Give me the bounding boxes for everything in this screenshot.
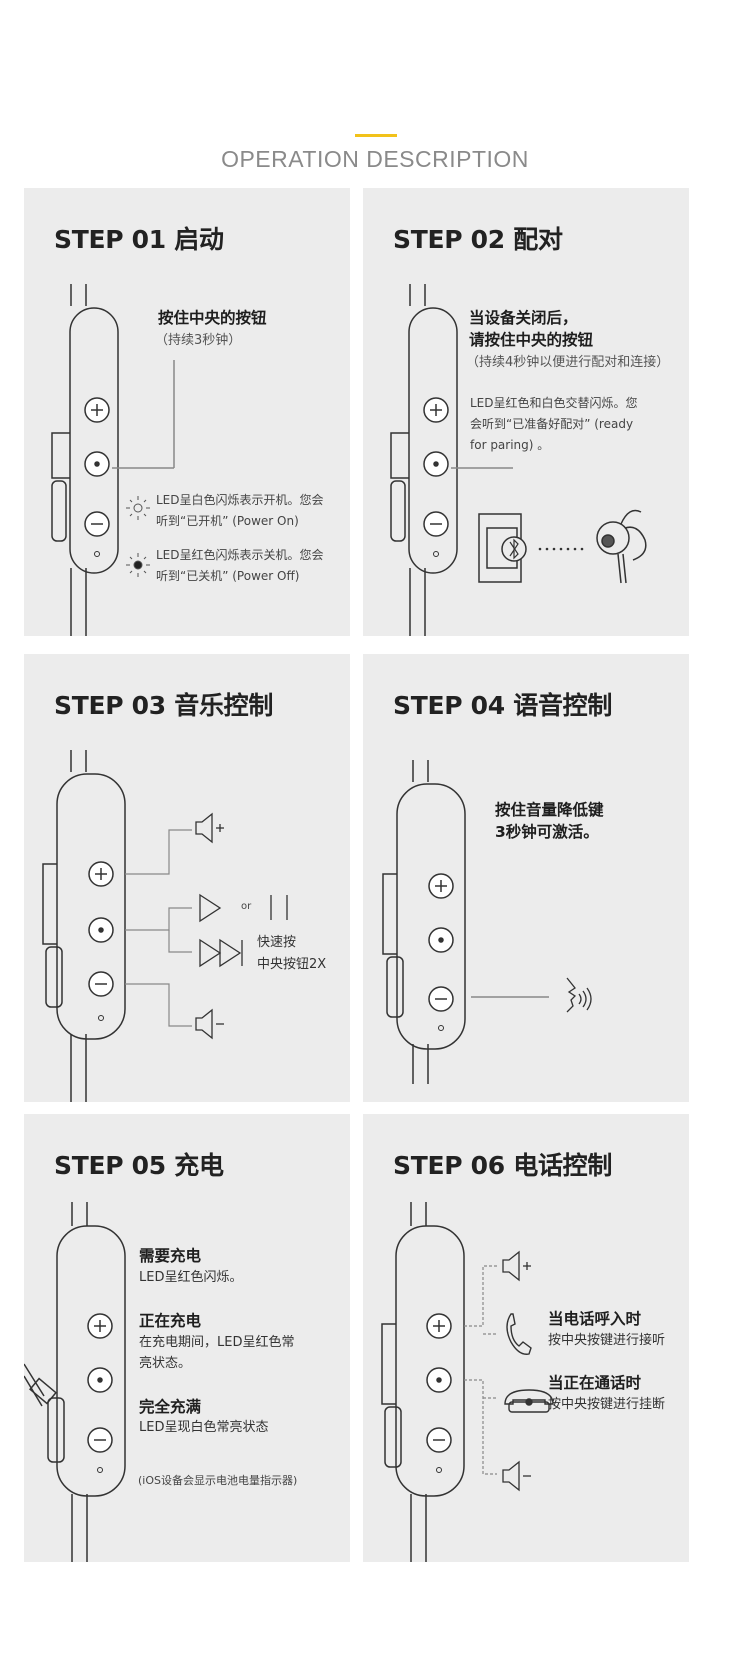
plus-button-icon bbox=[88, 861, 114, 887]
center-button-icon bbox=[84, 451, 110, 477]
minus-button-icon bbox=[428, 986, 454, 1012]
plus-button-icon bbox=[426, 1313, 452, 1339]
step-05-charging-title: 正在充电 bbox=[139, 1312, 202, 1330]
phone-icon bbox=[506, 1313, 532, 1355]
speaker-icon bbox=[195, 812, 224, 844]
center-button-icon bbox=[87, 1367, 113, 1393]
plus-button-icon bbox=[423, 397, 449, 423]
minus-button-icon bbox=[84, 511, 110, 537]
fast-forward-icon bbox=[199, 938, 243, 968]
step-05-need-desc: LED呈红色闪烁。 bbox=[139, 1270, 243, 1285]
step-02-instruction-line2: 请按住中央的按钮 bbox=[469, 331, 594, 349]
step-02-duration: （持续4秒钟以便进行配对和连接） bbox=[466, 355, 670, 370]
minus-button-icon bbox=[426, 1427, 452, 1453]
step-02-note-line1: LED呈红色和白色交替闪烁。您 bbox=[470, 396, 638, 410]
step-05-charging-desc2: 亮状态。 bbox=[139, 1356, 192, 1371]
face-speaking-icon bbox=[566, 977, 592, 1013]
step-02-panel: STEP 02 配对 当设备关闭后， 请按住中央的按钮 （持续4秒钟以便进行配对… bbox=[363, 188, 689, 636]
step-05-charging-desc1: 在充电期间，LED呈红色常 bbox=[139, 1335, 295, 1350]
step-01-led-on-line1: LED呈白色闪烁表示开机。您会 bbox=[156, 493, 324, 507]
step-01-panel: STEP 01 启动 按住中央的按钮 （持续3秒钟） LED呈白色闪烁表示开机。… bbox=[24, 188, 350, 636]
step-03-panel: STEP 03 音乐控制 or 快速按 中央按钮2X bbox=[24, 654, 350, 1102]
led-white-icon bbox=[126, 496, 150, 520]
step-01-led-off-line2: 听到“已关机” (Power Off) bbox=[156, 569, 300, 583]
telephone-icon bbox=[504, 1389, 554, 1413]
step-05-ios-note: (iOS设备会显示电池电量指示器) bbox=[138, 1474, 298, 1487]
step-05-full-title: 完全充满 bbox=[139, 1398, 202, 1416]
step-03-skip-line2: 中央按钮2X bbox=[257, 957, 327, 972]
speaker-icon bbox=[195, 1008, 224, 1040]
led-indicator-icon bbox=[94, 551, 100, 557]
center-button-icon bbox=[88, 917, 114, 943]
minus-button-icon bbox=[87, 1427, 113, 1453]
step-03-skip-line1: 快速按 bbox=[257, 935, 297, 950]
phone-icon bbox=[478, 513, 527, 583]
step-02-instruction-line1: 当设备关闭后， bbox=[469, 309, 578, 327]
page-title: OPERATION DESCRIPTION bbox=[221, 146, 529, 172]
earbud-icon bbox=[596, 509, 647, 584]
speaker-icon bbox=[502, 1250, 531, 1282]
step-05-panel: STEP 05 充电 需要充电 LED呈红色闪烁。 正在充电 在充电期间，LED… bbox=[24, 1114, 350, 1562]
pairing-dots-icon bbox=[538, 547, 584, 551]
plus-button-icon bbox=[87, 1313, 113, 1339]
step-06-panel: STEP 06 电话控制 当电话呼入时 按中央按键进行接听 当正在通话时 按中央… bbox=[363, 1114, 689, 1562]
step-03-illustration bbox=[42, 750, 288, 1102]
step-01-duration: （持续3秒钟） bbox=[155, 333, 242, 348]
step-02-title: STEP 02 配对 bbox=[393, 225, 563, 254]
step-01-illustration bbox=[51, 284, 175, 636]
plus-button-icon bbox=[428, 873, 454, 899]
step-01-title: STEP 01 启动 bbox=[54, 225, 224, 254]
center-button-icon bbox=[423, 451, 449, 477]
step-06-active-title: 当正在通话时 bbox=[548, 1374, 642, 1392]
header-accent-bar bbox=[355, 134, 397, 137]
step-02-note-line2: 会听到“已准备好配对” (ready bbox=[470, 417, 634, 431]
center-button-icon bbox=[426, 1367, 452, 1393]
minus-button-icon bbox=[423, 511, 449, 537]
play-icon bbox=[199, 893, 222, 923]
minus-button-icon bbox=[88, 971, 114, 997]
step-03-or-label: or bbox=[241, 901, 252, 912]
step-06-title: STEP 06 电话控制 bbox=[393, 1151, 613, 1180]
step-01-led-on-line2: 听到“已开机” (Power On) bbox=[156, 514, 299, 528]
step-04-instruction-line1: 按住音量降低键 bbox=[495, 801, 604, 819]
led-red-icon bbox=[126, 553, 150, 577]
bluetooth-icon bbox=[509, 538, 519, 560]
step-06-incoming-desc: 按中央按键进行接听 bbox=[548, 1333, 666, 1348]
step-03-title: STEP 03 音乐控制 bbox=[54, 691, 274, 720]
step-06-illustration bbox=[381, 1202, 554, 1562]
pause-icon bbox=[270, 895, 288, 920]
step-01-led-off-line1: LED呈红色闪烁表示关机。您会 bbox=[156, 548, 324, 562]
step-04-instruction-line2: 3秒钟可激活。 bbox=[495, 823, 599, 841]
plus-button-icon bbox=[84, 397, 110, 423]
step-04-panel: STEP 04 语音控制 按住音量降低键 3秒钟可激活。 bbox=[363, 654, 689, 1102]
step-04-illustration bbox=[382, 760, 592, 1084]
step-04-title: STEP 04 语音控制 bbox=[393, 691, 613, 720]
step-06-incoming-title: 当电话呼入时 bbox=[548, 1310, 642, 1328]
step-02-illustration bbox=[390, 284, 647, 636]
step-05-need-title: 需要充电 bbox=[139, 1247, 202, 1265]
step-05-full-desc: LED呈现白色常亮状态 bbox=[139, 1420, 269, 1435]
step-01-instruction: 按住中央的按钮 bbox=[158, 309, 267, 327]
step-05-illustration bbox=[24, 1202, 126, 1562]
speaker-icon bbox=[502, 1460, 531, 1492]
step-02-note-line3: for paring) 。 bbox=[470, 438, 550, 452]
center-button-icon bbox=[428, 927, 454, 953]
step-05-title: STEP 05 充电 bbox=[54, 1151, 224, 1180]
step-06-active-desc: 按中央按键进行挂断 bbox=[548, 1397, 666, 1412]
